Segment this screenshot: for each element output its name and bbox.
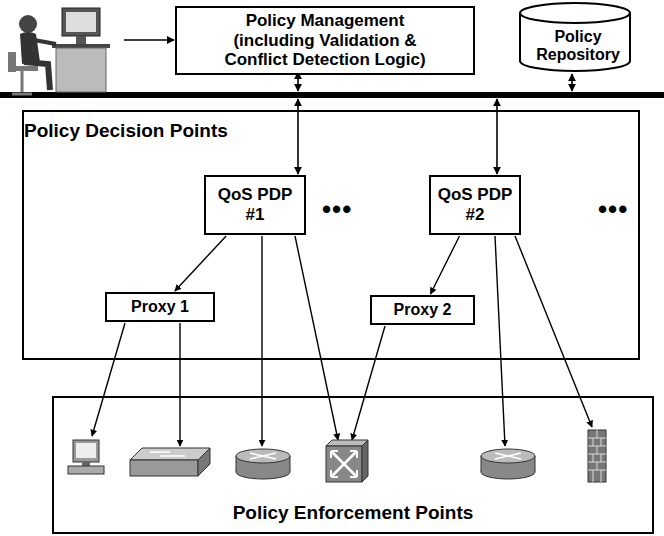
pdp-box: QoS PDP #1 (204, 175, 306, 235)
enforcement-arrows (92, 236, 592, 446)
connector-arrow (431, 236, 460, 294)
decision-band: Policy Decision PointsQoS PDP #1 QoS PDP … (22, 110, 640, 360)
router-icon (481, 449, 535, 479)
node-text: Proxy 1 (131, 298, 189, 316)
node-text: Proxy 2 (394, 301, 452, 319)
node-text: Policy Enforcement Points (233, 502, 474, 524)
switch-icon (130, 448, 210, 476)
network-bus (0, 92, 664, 98)
enforcement-band: Policy Enforcement Points (52, 396, 654, 534)
management-box: Policy Management (including Validation … (175, 6, 475, 75)
pdp-box: QoS PDP #2 (429, 175, 521, 235)
proxy-box: Proxy 1 (105, 292, 215, 322)
firewall-icon (588, 430, 606, 482)
node-text: Policy Management (including Validation … (211, 11, 439, 70)
node-text: QoS PDP #1 (216, 185, 294, 224)
cylinder-top (520, 3, 630, 23)
router-icon (236, 449, 290, 479)
repository-cylinder: Policy Repository (519, 2, 637, 72)
ellipsis-label: ••• (598, 196, 628, 222)
pc-icon (68, 440, 104, 474)
node-text: Policy Decision Points (24, 120, 228, 142)
connector-arrow (175, 236, 226, 291)
operator-figure (8, 8, 110, 94)
ellipsis-label: ••• (322, 196, 352, 222)
node-text: Policy Repository (527, 28, 629, 65)
node-text: QoS PDP #2 (437, 185, 513, 224)
atm-switch-icon (326, 440, 368, 482)
proxy-box: Proxy 2 (370, 295, 475, 325)
